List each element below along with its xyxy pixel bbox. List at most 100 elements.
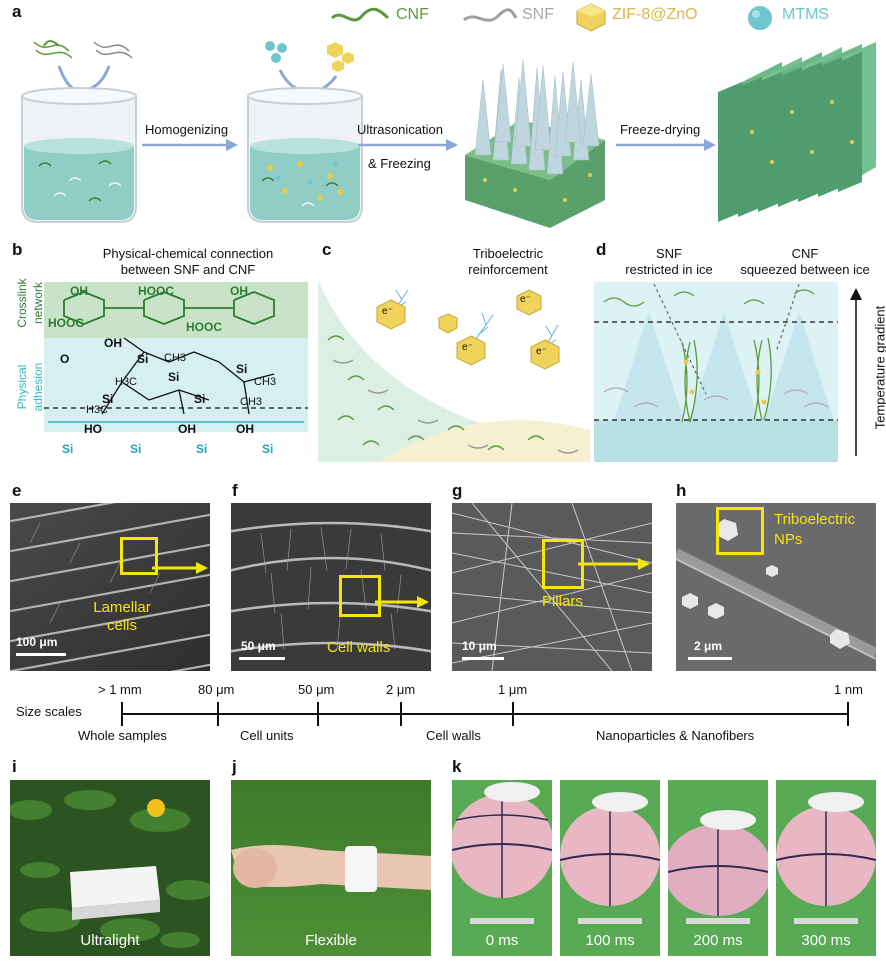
beaker-1-illustration: [21, 40, 137, 223]
zif-particle-icon: [516, 289, 542, 316]
panel-label-h: h: [676, 481, 687, 500]
panel-j-photo: Flexible: [231, 780, 431, 956]
triboelectric-nps-label-line2: NPs: [774, 531, 803, 548]
lamellar-cells-label-line2: cells: [106, 617, 137, 634]
scale-bar: [16, 653, 66, 656]
frame-100ms: 100 ms: [560, 780, 660, 956]
scale-bar: [462, 657, 504, 660]
scale-tick: [121, 702, 123, 726]
lamellar-aerogel-illustration: [718, 42, 876, 222]
cnf-note-line1: CNF: [791, 246, 819, 261]
step-homogenizing-label: Homogenizing: [145, 122, 229, 137]
arrow-right-icon: [616, 139, 716, 151]
zif-particle-icon: [376, 299, 406, 330]
scale-tick-label: > 1 mm: [98, 682, 142, 697]
ch3-group-label: CH3: [254, 376, 277, 388]
scale-bar: [239, 657, 285, 660]
electron-label: e⁻: [520, 294, 531, 305]
scale-bar-label: 10 μm: [462, 639, 497, 653]
panel-label-c: c: [322, 240, 332, 259]
scale-range-label: Whole samples: [78, 728, 167, 743]
chemical-structure-diagram: [44, 291, 308, 423]
crosslink-network-label-line2: network: [31, 281, 45, 325]
oh-group-label: OH: [178, 422, 196, 436]
substrate-si-label: Si: [62, 442, 74, 456]
ho-group-label: HO: [84, 422, 102, 436]
frame-time-label: 100 ms: [585, 932, 635, 949]
electron-label: e⁻: [536, 346, 547, 357]
scale-tick: [400, 702, 402, 726]
oh-group-label: OH: [104, 336, 122, 350]
oh-group-label: OH: [70, 284, 88, 298]
si-atom-label: Si: [102, 392, 114, 406]
frame-time-label: 200 ms: [693, 932, 743, 949]
panel-c: Triboelectric reinforcement e⁻ e⁻ e⁻ e⁻: [318, 240, 590, 468]
panel-label-f: f: [232, 481, 238, 500]
panel-g-sem-image: Pillars 10 μm: [452, 503, 652, 671]
beaker-2-illustration: [247, 41, 363, 223]
panel-label-a: a: [12, 2, 22, 21]
hooc-group-label: HOOC: [138, 284, 174, 298]
panel-d: SNF restricted in ice CNF squeezed betwe…: [590, 240, 886, 468]
scale-tick: [512, 702, 514, 726]
freezing-mechanism-illustration: [594, 282, 838, 462]
triboelectric-nps-label-line1: Triboelectric: [774, 511, 856, 528]
frame-200ms: 200 ms: [668, 780, 768, 956]
cnf-legend-icon: [330, 7, 390, 22]
arrow-right-icon: [142, 139, 238, 151]
snf-note-line2: restricted in ice: [625, 262, 713, 277]
panel-c-title-line1: Triboelectric: [472, 246, 544, 261]
crosslink-network-label-line1: Crosslink: [15, 278, 29, 328]
ultralight-caption: Ultralight: [80, 932, 140, 949]
zif-particle-icon: [456, 335, 486, 366]
zoom-box: [716, 507, 764, 555]
frozen-ice-template-illustration: [465, 60, 605, 228]
o-atom-label: O: [60, 352, 70, 366]
temperature-gradient-arrow-icon: [850, 288, 862, 456]
panel-a: CNF SNF ZIF-8@ZnO MTMS Homogenizing: [0, 0, 886, 236]
substrate-si-label: Si: [196, 442, 208, 456]
flexible-caption: Flexible: [305, 932, 357, 949]
panel-label-j: j: [232, 757, 237, 776]
triboelectric-reinforcement-illustration: [318, 280, 590, 462]
panel-b: Physical-chemical connection between SNF…: [0, 240, 318, 468]
zoom-arrow-icon: [578, 558, 650, 570]
scale-bar-label: 100 μm: [16, 635, 58, 649]
panel-h-sem-image: Triboelectric NPs 2 μm: [676, 503, 876, 671]
zif-particle-legend-icon: [576, 3, 606, 32]
panel-label-k: k: [452, 757, 462, 776]
panel-i-photo: Ultralight: [10, 780, 210, 956]
crosslink-zone: [44, 282, 308, 338]
mtms-legend-icon: [748, 6, 772, 30]
temperature-gradient-label: Temperature gradient: [872, 305, 886, 430]
scale-tick: [847, 702, 849, 726]
ch3-group-label: CH3: [164, 352, 187, 364]
scale-tick-label: 1 μm: [498, 682, 528, 697]
panel-label-i: i: [12, 757, 17, 776]
panel-k-frames: 0 ms 100 ms 200 ms: [452, 780, 876, 956]
si-atom-label: Si: [194, 392, 206, 406]
panel-b-title-line1: Physical-chemical connection: [102, 246, 274, 261]
panel-label-e: e: [12, 481, 22, 500]
arrow-right-icon: [358, 139, 458, 151]
scale-range-label: Nanoparticles & Nanofibers: [596, 728, 755, 743]
scale-tick-label: 1 nm: [834, 682, 863, 697]
adhesion-zone: [44, 338, 308, 432]
panel-label-d: d: [596, 240, 607, 259]
panel-label-b: b: [12, 240, 23, 259]
cnf-note-line2: squeezed between ice: [740, 262, 870, 277]
h3c-group-label: H3C: [115, 376, 138, 388]
snf-legend-label: SNF: [522, 6, 554, 23]
si-atom-label: Si: [168, 370, 180, 384]
frame-0ms: 0 ms: [452, 780, 552, 956]
scale-tick-label: 50 μm: [298, 682, 335, 697]
frame-300ms: 300 ms: [776, 780, 876, 956]
cnf-legend-label: CNF: [396, 6, 429, 23]
size-scales-title: Size scales: [16, 704, 82, 719]
panel-f-sem-image: Cell walls 50 μm: [231, 503, 431, 671]
scale-tick-label: 2 μm: [386, 682, 416, 697]
scale-range-label: Cell units: [240, 728, 294, 743]
scale-bar: [688, 657, 732, 660]
ch3-group-label: CH3: [240, 396, 263, 408]
panel-b-title-line2: between SNF and CNF: [120, 262, 256, 277]
